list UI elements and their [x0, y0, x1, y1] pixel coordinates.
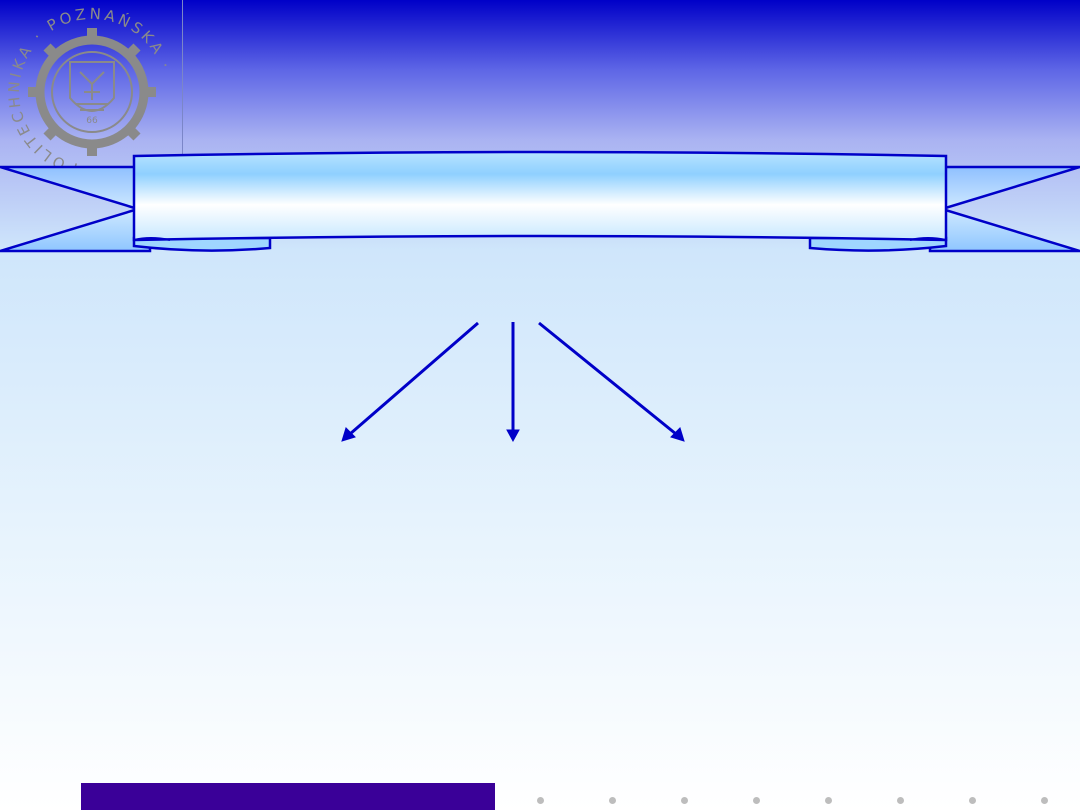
logo-divider	[182, 0, 183, 160]
footer-dot	[537, 797, 544, 804]
arrow-right	[538, 321, 685, 442]
banner-tail-right	[928, 165, 1080, 253]
arrow-left	[341, 321, 479, 442]
gear-icon	[28, 28, 156, 156]
banner-fold-right	[808, 236, 948, 252]
footer-dot	[681, 797, 688, 804]
branch-arrows	[341, 321, 685, 443]
banner-tail-left	[0, 165, 152, 253]
footer-dot	[753, 797, 760, 804]
footer-dot	[825, 797, 832, 804]
title-banner	[0, 150, 1080, 253]
banner-body	[132, 150, 948, 242]
footer-dot	[897, 797, 904, 804]
politechnika-logo: 66 POLITECHNIKA · POZNAŃSKA ·	[5, 5, 173, 178]
eagle-shield-icon	[69, 61, 115, 112]
arrow-down	[506, 322, 520, 443]
footer-dot	[609, 797, 616, 804]
footer-dot	[969, 797, 976, 804]
logo-inner-number: 66	[86, 116, 98, 126]
footer-bar	[81, 783, 495, 810]
footer-dot	[1041, 797, 1048, 804]
banner-fold-left	[132, 236, 272, 252]
